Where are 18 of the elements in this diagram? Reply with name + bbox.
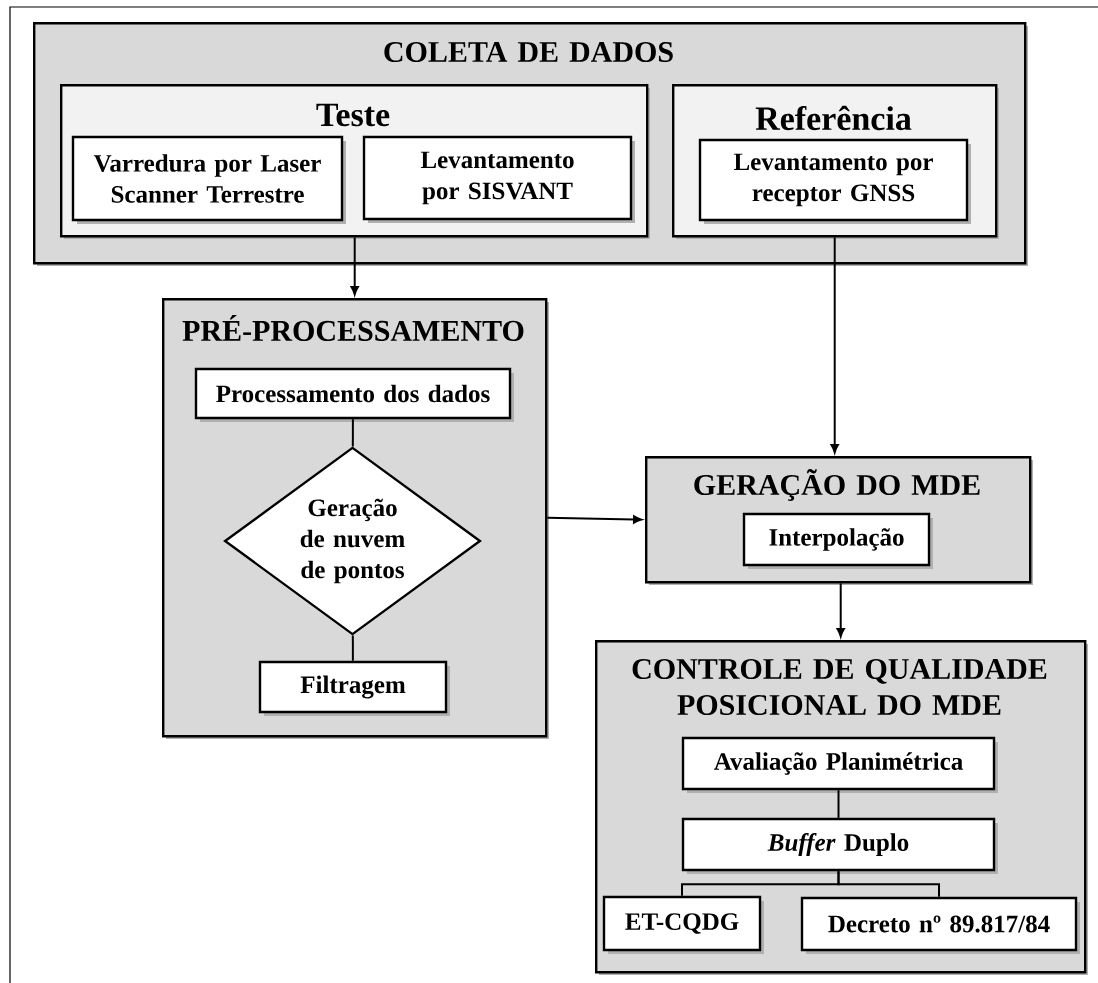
- arrow: [830, 236, 839, 454]
- process-box: Buffer Duplo: [681, 817, 998, 874]
- process-box: Processamento dos dados: [194, 367, 514, 422]
- process-box: Filtragem: [258, 660, 450, 716]
- process-box: Decreto nº 89.817/84: [800, 896, 1080, 954]
- connector-line: [351, 418, 354, 448]
- connector-line: [837, 789, 840, 819]
- arrow: [836, 582, 845, 638]
- process-box: Levantamento por SISVANT: [362, 135, 635, 223]
- connector-line: [351, 634, 354, 662]
- arrow: [350, 236, 359, 296]
- process-box: Varredura por Laser Scanner Terrestre: [71, 135, 346, 224]
- process-box: Levantamento por receptor GNSS: [698, 138, 971, 224]
- process-box: Avaliação Planimétrica: [681, 736, 998, 793]
- connector-line: [837, 870, 940, 898]
- process-box: Interpolação: [742, 512, 933, 569]
- process-box: ET-CQDG: [602, 895, 764, 954]
- arrow: [546, 515, 643, 524]
